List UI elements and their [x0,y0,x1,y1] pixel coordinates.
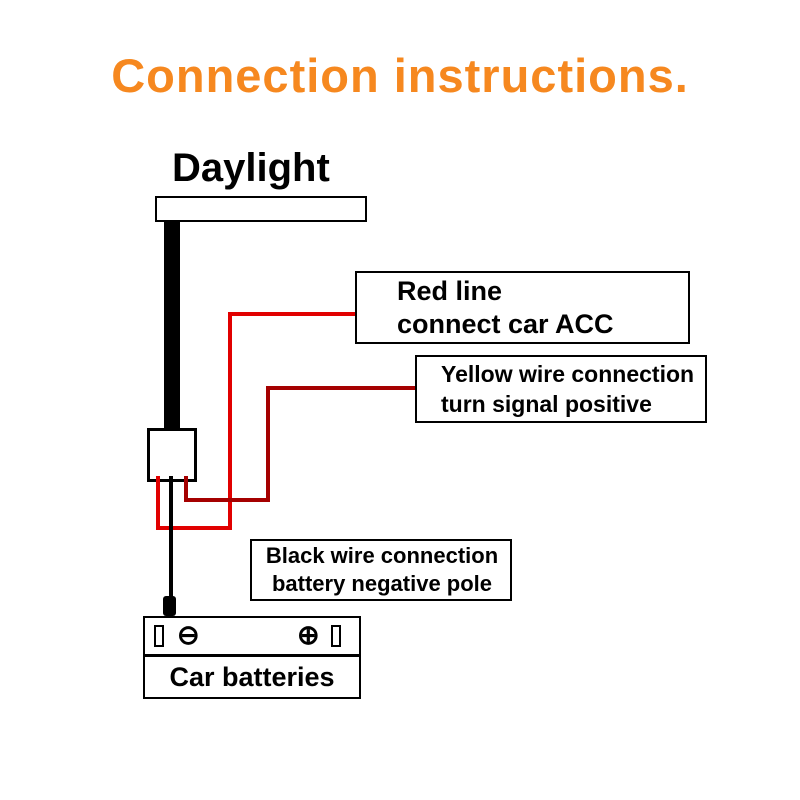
battery-negative-terminal-icon: ⊖ [177,620,200,650]
yellow-wire-label-line1: Yellow wire connection [441,361,695,387]
yellow-wire-segment-top [266,386,415,390]
red-wire-segment-top [228,312,355,316]
black-wire-segment [169,476,173,598]
black-wire-label-line1: Black wire connection [265,543,499,568]
connector-box [147,428,197,482]
daylight-stem [164,221,180,428]
daylight-label: Daylight [172,146,330,190]
battery-divider-line [145,654,359,657]
yellow-wire-segment-lead [184,476,188,502]
red-wire-label-line1: Red line [397,275,503,306]
yellow-wire-segment-bottom [184,498,270,502]
red-wire-label-line2: connect car ACC [397,308,614,339]
yellow-wire-segment-vertical [266,386,270,502]
black-wire-label-box: Black wire connection battery negative p… [250,539,512,601]
black-wire-label-line2: battery negative pole [271,571,493,596]
black-wire-plug-icon [163,596,176,616]
yellow-wire-label-box: Yellow wire connection turn signal posit… [415,355,707,423]
red-wire-segment-bottom [156,526,232,530]
battery-negative-cap [154,625,164,647]
battery-label: Car batteries [169,662,335,692]
battery-positive-terminal-icon: ⊕ [297,620,320,650]
yellow-wire-label-line2: turn signal positive [441,391,652,417]
red-wire-segment-lead [156,476,160,530]
car-battery: ⊖ ⊕ Car batteries [143,616,361,699]
daylight-bar [155,196,367,222]
red-wire-label-box: Red line connect car ACC [355,271,690,344]
red-wire-segment-vertical [228,312,232,530]
battery-positive-cap [331,625,341,647]
page-title: Connection instructions. [111,49,689,102]
